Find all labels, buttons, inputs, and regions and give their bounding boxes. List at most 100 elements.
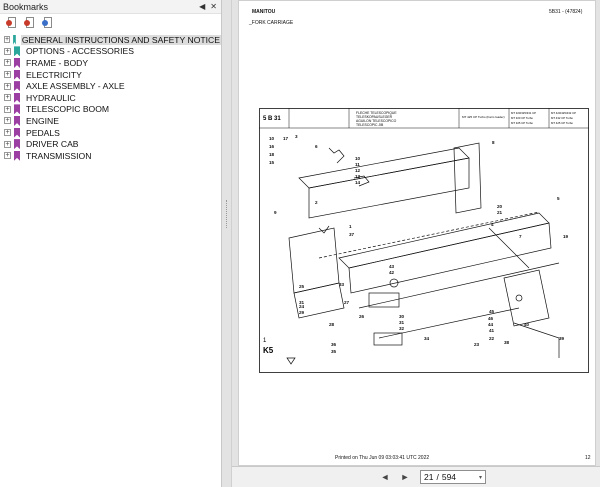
bookmarks-panel-header: Bookmarks ◀ ✕	[0, 0, 221, 14]
expand-plus-icon[interactable]: +	[4, 36, 11, 44]
page-section-title: _FORK CARRIAGE	[249, 20, 294, 26]
bookmark-item[interactable]: +PEDALS	[0, 127, 221, 139]
title-line-2: TELESKOPAUSLEGER	[356, 115, 393, 119]
part-number-label: 10	[269, 136, 275, 141]
part-number-label: 31	[399, 320, 405, 325]
page-header-brand: MANITOU	[252, 9, 276, 15]
expand-plus-icon[interactable]: +	[4, 117, 11, 125]
page-separator: /	[436, 472, 439, 482]
bookmark-ribbon-icon	[14, 127, 20, 138]
part-number-label: 5	[557, 196, 560, 201]
part-number-label: 42	[389, 270, 395, 275]
page-navigation-bar: ◄ ► 21 / 594 ▾	[232, 466, 600, 487]
bookmark-item[interactable]: +GENERAL INSTRUCTIONS AND SAFETY NOTICE	[0, 34, 221, 46]
bookmark-ribbon-icon	[14, 57, 20, 68]
part-number-label: 1	[349, 224, 352, 229]
bookmarks-panel-title: Bookmarks	[3, 1, 49, 12]
panel-controls: ◀ ✕	[199, 2, 217, 11]
part-number-label: 21	[497, 210, 503, 215]
part-number-label: 15	[269, 160, 275, 165]
expand-plus-icon[interactable]: +	[4, 82, 11, 90]
part-number-label: 23	[474, 342, 480, 347]
bookmark-ribbon-icon	[14, 81, 20, 92]
part-number-label: 36	[331, 342, 337, 347]
part-number-label: 20	[497, 204, 503, 209]
expand-plus-icon[interactable]: +	[4, 94, 11, 102]
part-number-label: 45	[489, 309, 495, 314]
bookmark-label: DRIVER CAB	[26, 139, 79, 150]
expand-plus-icon[interactable]: +	[4, 129, 11, 137]
part-number-label: 18	[269, 152, 275, 157]
bookmark-item[interactable]: + TELESCOPIC BOOM	[0, 104, 221, 116]
part-number-label: 40	[524, 322, 530, 327]
previous-page-button[interactable]: ◄	[380, 472, 390, 482]
part-number-label: 22	[489, 336, 495, 341]
bookmark-item[interactable]: +HYDRAULIC	[0, 92, 221, 104]
collapse-panel-icon[interactable]: ◀	[199, 2, 206, 11]
bookmark-ribbon-icon	[14, 139, 20, 150]
next-page-button[interactable]: ►	[400, 472, 410, 482]
part-number-label: 27	[344, 300, 350, 305]
bookmark-options-icon[interactable]	[42, 17, 54, 29]
bookmark-item[interactable]: + DRIVER CAB	[0, 138, 221, 150]
part-number-label: 38	[504, 340, 510, 345]
part-number-label: 30	[399, 314, 405, 319]
part-number-label: 43	[389, 264, 395, 269]
bookmark-label: TELESCOPIC BOOM	[26, 104, 110, 115]
panel-splitter[interactable]	[222, 0, 232, 487]
bookmark-item[interactable]: +TRANSMISSION	[0, 150, 221, 162]
splitter-grip[interactable]	[226, 200, 228, 228]
part-number-label: 46	[488, 316, 494, 321]
page-header-code: 5B31 - (47824)	[549, 9, 583, 15]
expand-plus-icon[interactable]: +	[4, 140, 11, 148]
bookmark-ribbon-icon	[14, 92, 20, 103]
bookmark-ribbon-icon	[14, 150, 20, 161]
part-number-label: 11	[355, 162, 360, 167]
bookmark-item[interactable]: + FRAME - BODY	[0, 57, 221, 69]
part-number-label: 34	[424, 336, 430, 341]
expand-plus-icon[interactable]: +	[4, 105, 11, 113]
current-page-value[interactable]: 21	[424, 472, 434, 482]
part-number-label: 8	[492, 140, 495, 145]
orientation-marker-icon	[286, 357, 296, 365]
collapse-bookmark-icon[interactable]	[24, 17, 36, 29]
part-number-label: 12	[355, 168, 361, 173]
part-number-label: 37	[349, 232, 355, 237]
fork-carriage-diagram: 5 B 31 FLECHE TELESCOPIQUE TELESKOPAUSLE…	[259, 108, 589, 373]
part-number-label: 2	[315, 200, 318, 205]
close-panel-icon[interactable]: ✕	[210, 2, 217, 11]
page-number-field[interactable]: 21 / 594 ▾	[420, 470, 486, 484]
part-number-label: 13	[355, 174, 361, 179]
models-left: MT 425 CP Turbo (Farm loader)	[462, 115, 505, 119]
expand-plus-icon[interactable]: +	[4, 152, 11, 160]
part-number-label: 32	[399, 326, 405, 331]
page-footer-printed: Printed on Thu Jun 09 03:03:41 UTC 2022	[335, 455, 430, 461]
bookmark-label: FRAME - BODY	[26, 57, 89, 68]
expand-bookmark-icon[interactable]	[6, 17, 18, 29]
part-number-label: 6	[315, 144, 318, 149]
part-number-label: 39	[559, 336, 565, 341]
bookmarks-toolbar	[0, 14, 221, 32]
chevron-down-icon[interactable]: ▾	[478, 474, 482, 481]
document-viewport[interactable]: MANITOU 5B31 - (47824) _FORK CARRIAGE 5 …	[232, 0, 600, 466]
page-footer-number: 12	[585, 455, 591, 461]
title-line-4: TELESCOPIC JIB	[356, 123, 384, 127]
part-number-label: 10	[355, 156, 361, 161]
bookmark-item[interactable]: + ENGINE	[0, 115, 221, 127]
bookmark-item[interactable]: +AXLE ASSEMBLY - AXLE	[0, 80, 221, 92]
boom-outline	[288, 142, 560, 358]
expand-plus-icon[interactable]: +	[4, 47, 11, 55]
bookmark-label: OPTIONS - ACCESSORIES	[26, 46, 134, 57]
corner-label: K5	[263, 346, 274, 355]
bookmark-label: ENGINE	[26, 115, 59, 126]
expand-plus-icon[interactable]: +	[4, 71, 11, 79]
part-number-label: 14	[355, 180, 361, 185]
bookmark-ribbon-icon	[14, 46, 20, 57]
part-number-label: 28	[329, 322, 335, 327]
bookmark-item[interactable]: +ELECTRICITY	[0, 69, 221, 81]
models-mid-1: MT 320/325/331 CP	[511, 111, 536, 115]
bookmark-item[interactable]: + OPTIONS - ACCESSORIES	[0, 46, 221, 58]
expand-plus-icon[interactable]: +	[4, 59, 11, 67]
